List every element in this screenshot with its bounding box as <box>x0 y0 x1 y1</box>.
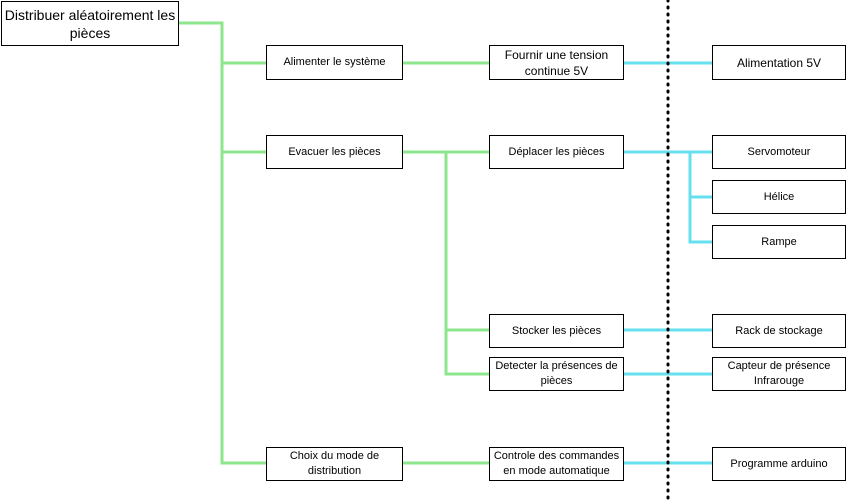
node-s3-label: Hélice <box>763 190 795 203</box>
node-f3[interactable]: Choix du mode de distribution <box>266 447 403 481</box>
node-root[interactable]: Distribuer aléatoirement les pièces <box>1 1 179 46</box>
link-t2-branch <box>688 152 712 244</box>
node-t1[interactable]: Fournir une tension continue 5V <box>489 45 624 80</box>
node-f3-label: Choix du mode de distribution <box>289 450 380 477</box>
node-f1-label: Alimenter le système <box>283 56 386 68</box>
node-s4-label: Rampe <box>761 235 797 248</box>
node-t4[interactable]: Detecter la présences de pièces <box>489 357 624 391</box>
node-s2[interactable]: Servomoteur <box>712 135 846 169</box>
node-t3-label: Stocker les pièces <box>511 324 602 337</box>
node-t3[interactable]: Stocker les pièces <box>489 314 624 348</box>
node-s2-label: Servomoteur <box>747 145 811 158</box>
node-s3[interactable]: Hélice <box>712 180 846 214</box>
node-s1-label: Alimentation 5V <box>736 55 822 70</box>
node-t5-label: Controle des commandes en mode automatiq… <box>493 450 620 477</box>
node-s7[interactable]: Programme arduino <box>712 447 846 481</box>
solution-links <box>624 61 712 465</box>
node-s1[interactable]: Alimentation 5V <box>712 45 846 80</box>
node-t2-label: Déplacer les pièces <box>508 145 605 158</box>
node-s5-label: Rack de stockage <box>735 324 823 337</box>
node-t2[interactable]: Déplacer les pièces <box>489 135 624 169</box>
function-links <box>178 21 489 465</box>
node-f1[interactable]: Alimenter le système <box>266 45 403 80</box>
node-s7-label: Programme arduino <box>730 457 828 470</box>
node-t4-label: Detecter la présences de pièces <box>495 360 618 387</box>
node-root-label: Distribuer aléatoirement les pièces <box>4 6 176 41</box>
node-s6[interactable]: Capteur de présence Infrarouge <box>712 357 846 391</box>
link-root-trunk <box>178 21 266 465</box>
node-f2-label: Evacuer les pièces <box>288 145 381 158</box>
node-t1-label: Fournir une tension continue 5V <box>504 47 609 78</box>
node-s5[interactable]: Rack de stockage <box>712 314 846 348</box>
node-t5[interactable]: Controle des commandes en mode automatiq… <box>489 447 624 481</box>
link-f2-branch <box>444 152 489 376</box>
node-s6-label: Capteur de présence Infrarouge <box>727 360 831 387</box>
node-f2[interactable]: Evacuer les pièces <box>266 135 403 169</box>
node-s4[interactable]: Rampe <box>712 225 846 259</box>
